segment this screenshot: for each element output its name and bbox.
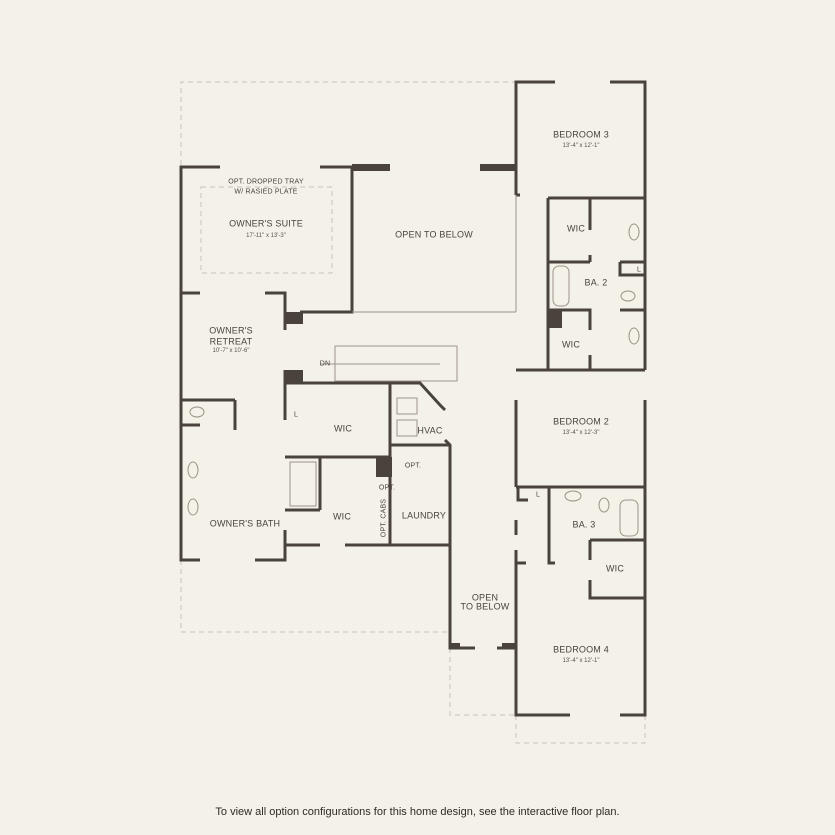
hvac-unit [396,397,418,415]
outline-dashed [180,81,646,744]
tub-2 [552,265,570,307]
open-to-below-label: OPEN TO BELOW [395,229,473,240]
laundry-opt-2: OPT. [378,484,396,492]
owners-retreat-label-1: OWNER'S [209,325,253,336]
owners-wic-2-label: WIC [332,511,352,522]
wic-bedroom-3: WIC [566,223,586,234]
tray-note-2: W/ RASIED PLATE [234,188,298,196]
footer-note: To view all option configurations for th… [215,806,620,818]
bedroom-2-label: BEDROOM 2 [553,416,609,427]
open-to-below-small-2: TO BELOW [460,601,510,612]
open-to-below-small-1: OPEN [471,592,499,603]
owners-wic-1-label: WIC [333,423,353,434]
bedroom-4-size: 13'-4" x 12'-1" [562,658,600,664]
owners-retreat-label-2: RETREAT [209,336,253,347]
bedroom-3-label: BEDROOM 3 [553,129,609,140]
wic-bedroom-4: WIC [605,563,625,574]
linen-3-label: L [535,491,541,499]
owners-suite-label: OWNER'S SUITE [229,218,303,229]
walls [179,80,647,717]
wic-bedroom-2: WIC [561,339,581,350]
sink [628,223,640,241]
sink [187,498,199,516]
shower [289,461,317,507]
wall-columns [285,164,562,649]
toilet [598,497,610,513]
sink [187,461,199,479]
toilet [189,406,205,418]
tub-3 [619,499,639,537]
owners-linen-label: L [293,411,299,419]
bedroom-3-size: 13'-4" x 12'-1" [562,143,600,149]
tray-note-1: OPT. DROPPED TRAY [228,178,304,186]
bedroom-2-size: 13'-4" x 12'-3" [562,430,600,436]
tray-ceiling-outline [200,186,333,274]
laundry-label: LAUNDRY [401,510,447,521]
hvac-label: HVAC [417,425,443,436]
bath-3-label: BA. 3 [572,519,596,530]
owners-suite-size: 17'-11" x 13'-3" [246,233,286,239]
toilet [620,290,636,302]
fixtures [187,195,640,537]
owners-bath-label: OWNER'S BATH [209,518,281,529]
bedroom-4-label: BEDROOM 4 [553,644,609,655]
hvac-unit-2 [396,419,418,437]
owners-retreat-size: 10'-7" x 10'-6" [212,348,250,354]
sink [564,490,582,502]
laundry-opt: OPT. [404,462,422,470]
sink [628,327,640,345]
bath-2-label: BA. 2 [584,277,608,288]
stairs-down-label: DN [319,360,331,368]
linen-2-label: L [636,266,642,274]
laundry-opt-cabs: OPT. CABS [380,498,388,538]
